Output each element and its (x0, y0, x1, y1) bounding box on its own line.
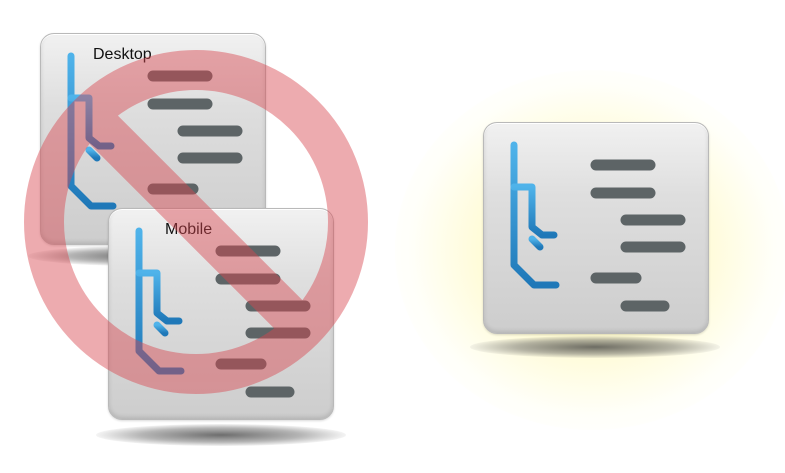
mobile-card: Mobile (108, 208, 334, 420)
mobile-label: Mobile (165, 221, 213, 238)
desktop-label: Desktop (93, 46, 152, 63)
tree-view-icon (67, 52, 243, 210)
tree-view-icon (135, 227, 311, 398)
card-shadow (470, 336, 720, 358)
tree-view-icon (510, 141, 686, 312)
tree-view-card (483, 122, 709, 334)
mobile-card-shadow (96, 424, 346, 446)
